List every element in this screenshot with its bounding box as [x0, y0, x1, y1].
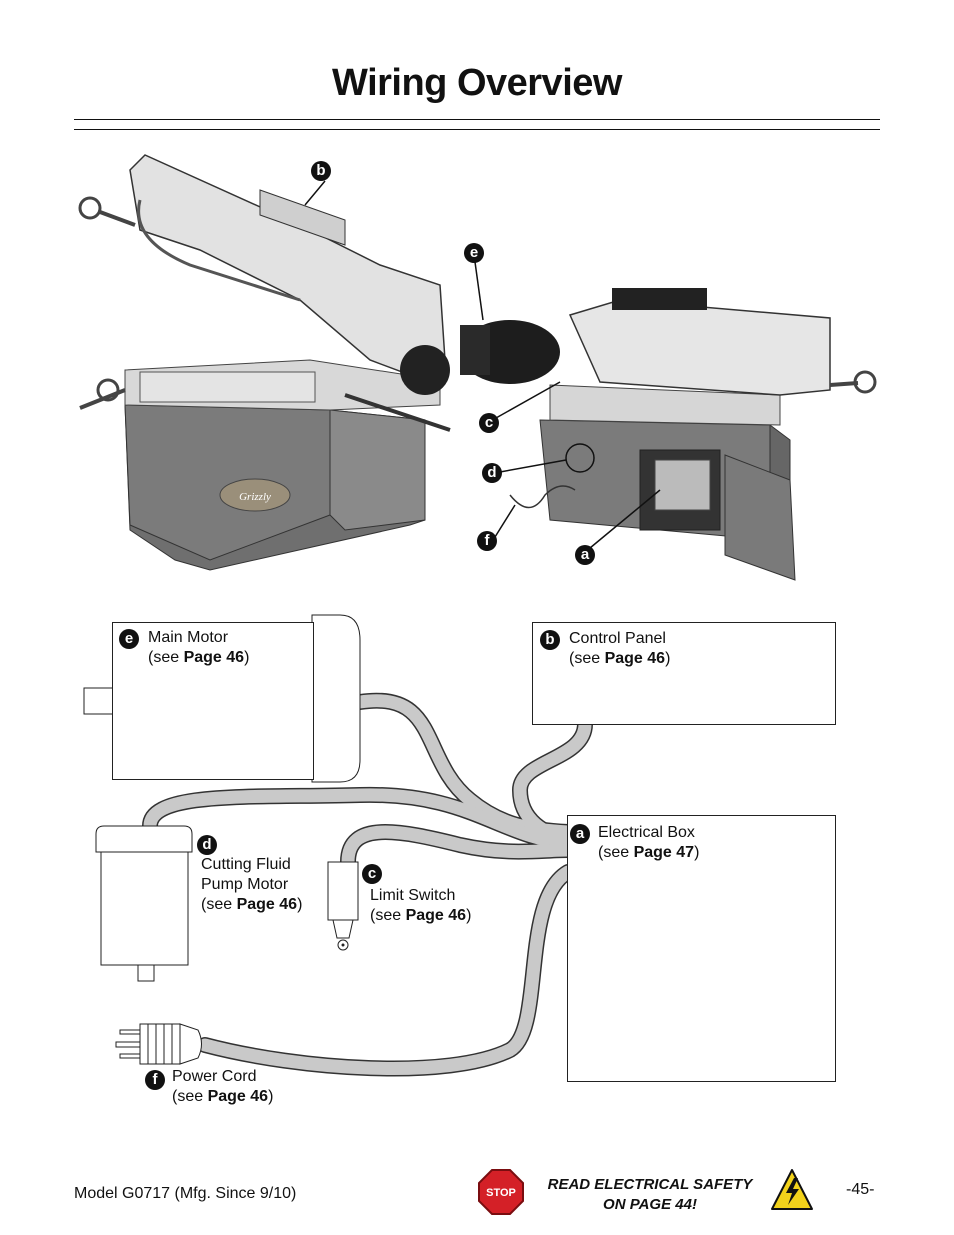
grizzly-logo: Grizzly [239, 491, 271, 503]
cable-limit-switch [341, 825, 575, 869]
photo-callout-c: c [479, 413, 499, 433]
left-bandsaw-photo: Grizzly [78, 154, 451, 571]
pump-motor-callout: d [197, 835, 217, 855]
limit-switch-drawing [327, 861, 359, 951]
power-cord-label: Power Cord (see Page 46) [172, 1068, 274, 1105]
cable-main-motor [353, 694, 575, 839]
power-cord-callout: f [145, 1070, 165, 1090]
main-motor-callout: e [119, 629, 139, 649]
control-panel-callout: b [540, 630, 560, 650]
cable-pump-motor [143, 788, 575, 850]
cable-power-cord [198, 865, 575, 1075]
limit-switch-callout: c [362, 864, 382, 884]
electrical-safety-warning: READ ELECTRICAL SAFETY ON PAGE 44! [547, 1176, 753, 1213]
electrical-box-label: Electrical Box (see Page 47) [598, 824, 700, 861]
title-rule-bottom [74, 129, 880, 130]
page-number: -45- [846, 1181, 875, 1198]
bandsaw-photos: Grizzly [78, 154, 877, 581]
photo-callout-f: f [477, 531, 497, 551]
electrical-box-callout: a [570, 824, 590, 844]
control-panel-box [532, 622, 836, 725]
footer-model: Model G0717 (Mfg. Since 9/10) [74, 1185, 297, 1202]
motor-shaft [83, 687, 115, 715]
motor-end-bell [311, 614, 361, 783]
page-title: Wiring Overview [332, 62, 622, 104]
photo-callout-d: d [482, 463, 502, 483]
main-motor-box [112, 622, 314, 780]
power-plug-drawing [115, 1023, 202, 1065]
main-motor-label: Main Motor (see Page 46) [148, 629, 250, 666]
pump-motor-drawing [95, 825, 193, 982]
right-bandsaw-photo [304, 180, 877, 581]
electrical-box [567, 815, 836, 1082]
photo-callout-e: e [464, 243, 484, 263]
photo-callout-a: a [575, 545, 595, 565]
title-rule-top [74, 119, 880, 120]
cable-control-panel [513, 717, 592, 845]
control-panel-label: Control Panel (see Page 46) [569, 630, 671, 667]
photo-callout-b: b [311, 161, 331, 181]
limit-switch-label: Limit Switch (see Page 46) [370, 887, 472, 924]
pump-motor-label: Cutting Fluid Pump Motor (see Page 46) [201, 856, 303, 913]
